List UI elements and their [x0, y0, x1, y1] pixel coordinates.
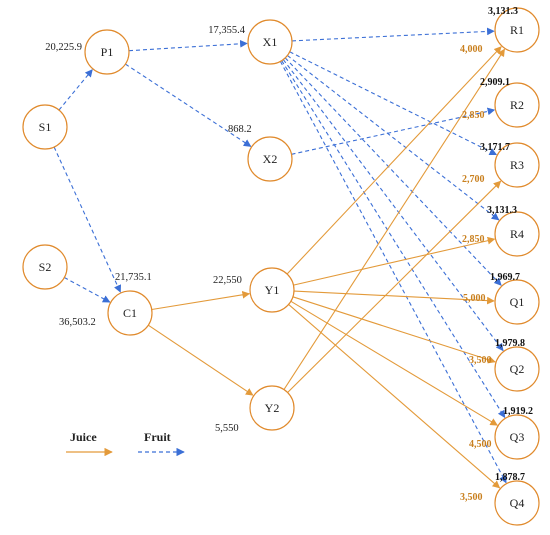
fruit-flow-x1-r4 — [287, 55, 500, 221]
node-q3: Q3 — [494, 414, 540, 460]
node-y2: Y2 — [249, 385, 295, 431]
node-r1: R1 — [494, 7, 540, 53]
node-r2-label: R2 — [510, 98, 524, 112]
fruit-flow-s2-c1 — [64, 277, 111, 303]
node-x1: X1 — [247, 19, 293, 65]
node-r4: R4 — [494, 211, 540, 257]
r2-fruit-demand: 2,909.1 — [480, 77, 510, 88]
node-y1: Y1 — [249, 267, 295, 313]
fruit-flow-x1-r1 — [291, 27, 495, 42]
node-x1-label: X1 — [263, 35, 278, 49]
q2-fruit-demand: 1,979.8 — [495, 338, 525, 349]
node-q1: Q1 — [494, 279, 540, 325]
juice-flow-y1-q2 — [292, 296, 496, 364]
fruit-flow-p1-x2 — [125, 63, 252, 147]
c1-fruit-inflow-value: 21,735.1 — [115, 272, 152, 283]
demand-labels: 3,131.3 4,000 2,909.1 2,850 3,171.7 2,70… — [460, 6, 533, 503]
node-q1-label: Q1 — [510, 295, 525, 309]
juice-flow-y1-q1 — [293, 290, 495, 305]
legend: Juice Fruit — [66, 430, 185, 457]
juice-flow-y2-r3 — [287, 180, 502, 393]
nodes-layer: S1 S2 P1 C1 X1 X2 Y1 Y2 R1 R2 R3 R4 Q1 Q… — [22, 7, 540, 526]
node-r1-label: R1 — [510, 23, 524, 37]
fruit-flow-x1-q2 — [282, 59, 504, 352]
node-q2: Q2 — [494, 346, 540, 392]
node-q2-label: Q2 — [510, 362, 525, 376]
node-q4: Q4 — [494, 480, 540, 526]
node-r4-label: R4 — [510, 227, 524, 241]
node-c1-label: C1 — [123, 306, 137, 320]
r4-fruit-demand: 3,131.3 — [487, 205, 517, 216]
juice-flow-y1-q3 — [290, 300, 498, 426]
q4-fruit-demand: 1,878.7 — [495, 472, 525, 483]
juice-flow-y1-q4 — [288, 303, 501, 489]
juice-flow-c1-y2 — [147, 324, 254, 396]
y1-inflow-value: 22,550 — [213, 275, 242, 286]
node-s2: S2 — [22, 244, 68, 290]
node-s1: S1 — [22, 104, 68, 150]
edges-layer — [53, 27, 507, 489]
q4-juice-demand: 3,500 — [460, 492, 483, 503]
juice-flow-c1-y1 — [151, 291, 251, 311]
node-s2-label: S2 — [39, 260, 52, 274]
y2-inflow-value: 5,550 — [215, 423, 239, 434]
legend-juice-label: Juice — [70, 430, 97, 444]
fruit-flow-x1-r3 — [289, 51, 498, 156]
r3-fruit-demand: 3,171.7 — [480, 142, 510, 153]
x1-inflow-value: 17,355.4 — [208, 25, 246, 36]
x2-inflow-value: 868.2 — [228, 124, 252, 135]
q1-fruit-demand: 1,969.7 — [490, 272, 520, 283]
q3-fruit-demand: 1,919.2 — [503, 406, 533, 417]
flow-labels: 20,225.9 17,355.4 868.2 21,735.1 36,503.… — [45, 25, 251, 434]
fruit-flow-s1-c1 — [53, 146, 122, 293]
node-s1-label: S1 — [39, 120, 52, 134]
node-x2: X2 — [247, 136, 293, 182]
c1-total-value: 36,503.2 — [59, 317, 96, 328]
node-q4-label: Q4 — [510, 496, 525, 510]
node-c1: C1 — [107, 290, 153, 336]
r3-juice-demand: 2,700 — [462, 174, 485, 185]
r4-juice-demand: 2,850 — [462, 234, 485, 245]
legend-fruit-label: Fruit — [144, 430, 171, 444]
node-r2: R2 — [494, 82, 540, 128]
q3-juice-demand: 4,500 — [469, 439, 492, 450]
q2-juice-demand: 3,500 — [469, 355, 492, 366]
juice-flow-y1-r1 — [286, 46, 502, 275]
node-y1-label: Y1 — [265, 283, 280, 297]
r1-fruit-demand: 3,131.3 — [488, 6, 518, 17]
q1-juice-demand: 5,000 — [463, 293, 486, 304]
node-q3-label: Q3 — [510, 430, 525, 444]
node-r3-label: R3 — [510, 158, 524, 172]
fruit-flow-x1-q3 — [281, 60, 506, 419]
r1-juice-demand: 4,000 — [460, 44, 483, 55]
fruit-flow-s1-p1 — [58, 69, 93, 111]
p1-inflow-value: 20,225.9 — [45, 42, 82, 53]
fruit-flow-x1-q4 — [279, 61, 507, 484]
node-p1: P1 — [84, 29, 130, 75]
node-x2-label: X2 — [263, 152, 278, 166]
node-r3: R3 — [494, 142, 540, 188]
node-y2-label: Y2 — [265, 401, 280, 415]
fruit-flow-x1-q1 — [284, 57, 502, 286]
juice-flow-y1-r4 — [293, 236, 496, 286]
node-p1-label: P1 — [101, 45, 114, 59]
r2-juice-demand: 2,850 — [462, 110, 485, 121]
fruit-flow-p1-x1 — [128, 39, 248, 52]
juice-flow-y2-r1 — [283, 48, 505, 390]
